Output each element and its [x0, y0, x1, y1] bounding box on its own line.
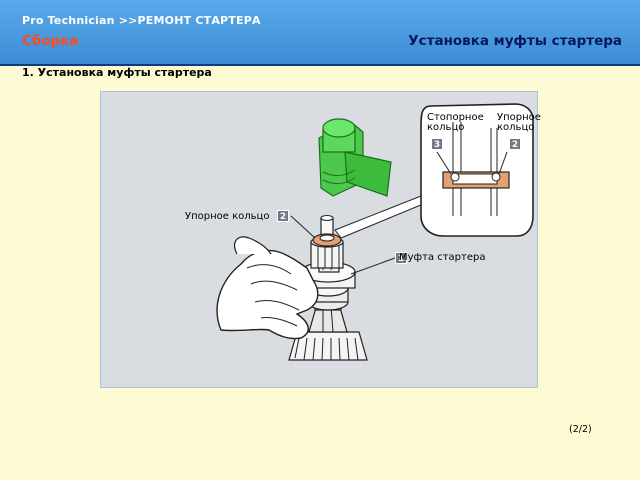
- breadcrumb: Pro Technician >>РЕМОНТ СТАРТЕРА: [22, 14, 261, 27]
- thrust-ring: [312, 233, 342, 247]
- thrust-ring-number: 2: [277, 210, 289, 222]
- armature: [288, 303, 368, 361]
- inset-snap-ring-number: 3: [431, 138, 443, 150]
- inset-thrust-ring-label: Упорное кольцо: [497, 112, 541, 133]
- inset-snap-ring-label: Стопорное кольцо: [427, 112, 484, 133]
- clutch-label: Муфта стартера: [399, 252, 486, 263]
- clutch-number: 1: [395, 252, 407, 264]
- leader-lines: [290, 215, 396, 275]
- section-title: Сборка: [22, 33, 79, 49]
- page-title: Установка муфты стартера: [408, 33, 622, 49]
- thrust-ring-label: Упорное кольцо: [185, 211, 270, 222]
- step-heading: 1. Установка муфты стартера: [22, 66, 212, 79]
- page-indicator: (2/2): [569, 424, 592, 435]
- illustration: Упорное кольцо 2 1 Муфта стартера Стопор…: [100, 91, 541, 388]
- assembly-drawing: [216, 103, 534, 361]
- title-bar: Pro Technician >>РЕМОНТ СТАРТЕРА Сборка …: [0, 0, 640, 66]
- detail-inset: [334, 103, 534, 239]
- hand: [216, 236, 319, 340]
- installer-tool: [318, 118, 392, 197]
- inset-thrust-ring-number: 2: [509, 138, 521, 150]
